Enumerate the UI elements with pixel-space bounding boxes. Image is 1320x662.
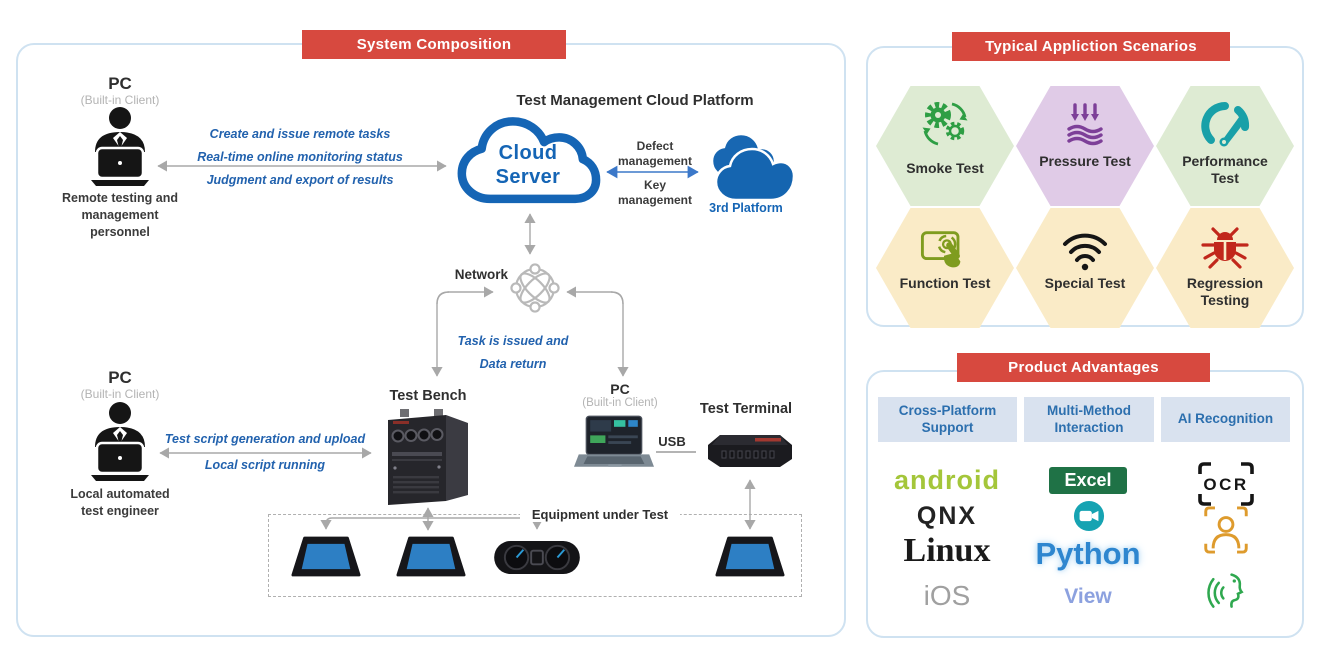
display-unit-icon bbox=[396, 536, 466, 577]
cloud-server-label: Cloud Server bbox=[495, 142, 561, 188]
advantages-banner: Product Advantages bbox=[957, 353, 1210, 382]
touch-icon bbox=[920, 226, 970, 272]
gears-sync-icon bbox=[919, 98, 971, 150]
system-composition-banner: System Composition bbox=[302, 30, 566, 59]
usb-label: USB bbox=[658, 434, 686, 449]
system-composition-title: System Composition bbox=[356, 36, 512, 53]
android-logo: android bbox=[894, 465, 1000, 495]
key-management-label: Key management bbox=[617, 178, 693, 207]
scenarios-banner: Typical Appliction Scenarios bbox=[952, 32, 1230, 61]
scenario-hex-function-test: Function Test bbox=[876, 208, 1014, 328]
display-unit-icon bbox=[291, 536, 361, 577]
advantage-header-label: AI Recognition bbox=[1177, 411, 1274, 427]
test-terminal-icon bbox=[708, 435, 792, 467]
qnx-logo: QNX bbox=[916, 502, 978, 530]
flow-script-upload: Test script generation and upload bbox=[164, 432, 366, 446]
ocr-label: OCR bbox=[1203, 475, 1248, 494]
person-laptop-icon bbox=[91, 107, 149, 186]
python-logo: Python bbox=[1035, 536, 1141, 571]
local-pc-caption: Local automated test engineer bbox=[70, 487, 170, 518]
scenario-hex-regression-testing: Regression Testing bbox=[1156, 208, 1294, 328]
display-unit-icon bbox=[715, 536, 785, 577]
voice-recognition-icon bbox=[1207, 573, 1244, 608]
wifi-icon bbox=[1059, 228, 1111, 272]
scenario-label: Function Test bbox=[899, 275, 991, 292]
linux-logo: Linux bbox=[903, 532, 991, 569]
advantage-header-cross-platform: Cross-Platform Support bbox=[878, 397, 1017, 442]
third-platform-cloud-icon bbox=[710, 132, 796, 202]
network-globe-icon bbox=[510, 263, 560, 313]
remote-pc-subtitle: (Built-in Client) bbox=[80, 93, 160, 107]
ocr-icon: OCR bbox=[1198, 462, 1254, 506]
third-platform-label: 3rd Platform bbox=[709, 201, 783, 215]
scenario-hex-performance-test: Performance Test bbox=[1156, 86, 1294, 206]
pressure-arrows-icon bbox=[1059, 102, 1111, 148]
advantages-title: Product Advantages bbox=[1008, 359, 1159, 376]
local-pc-title: PC bbox=[108, 368, 132, 387]
test-bench-icon bbox=[388, 409, 468, 505]
test-terminal-label: Test Terminal bbox=[699, 401, 793, 417]
ios-logo: iOS bbox=[923, 580, 971, 611]
flow-create-tasks: Create and issue remote tasks bbox=[209, 127, 391, 141]
scenario-label: Performance Test bbox=[1182, 153, 1268, 186]
gauge-icon bbox=[1199, 100, 1251, 152]
local-pc-subtitle: (Built-in Client) bbox=[80, 387, 160, 401]
remote-pc-caption: Remote testing and management personnel bbox=[62, 191, 178, 239]
face-recognition-icon bbox=[1204, 506, 1248, 554]
test-bench-label: Test Bench bbox=[389, 388, 467, 404]
scenario-label: Regression Testing bbox=[1186, 275, 1264, 308]
video-camera-icon bbox=[1073, 500, 1105, 532]
excel-logo: Excel bbox=[1049, 467, 1127, 494]
bug-icon bbox=[1199, 226, 1251, 272]
remote-pc-title: PC bbox=[108, 74, 132, 93]
scenario-hex-smoke-test: Smoke Test bbox=[876, 86, 1014, 206]
cloud-server-icon bbox=[457, 117, 601, 204]
center-pc-title: PC bbox=[610, 381, 630, 397]
scenario-hex-pressure-test: Pressure Test bbox=[1016, 86, 1154, 206]
scenarios-title: Typical Appliction Scenarios bbox=[985, 38, 1197, 55]
advantage-header-multi-method: Multi-Method Interaction bbox=[1024, 397, 1154, 442]
scenario-hex-special-test: Special Test bbox=[1016, 208, 1154, 328]
defect-management-label: Defect management bbox=[617, 139, 693, 168]
cloud-platform-title: Test Management Cloud Platform bbox=[516, 92, 754, 109]
advantage-header-label: Cross-Platform Support bbox=[898, 402, 997, 435]
view-logo: View bbox=[1064, 585, 1112, 608]
network-flow-label: Task is issued and Data return bbox=[457, 334, 569, 371]
person-laptop-icon bbox=[91, 402, 149, 481]
scenario-label: Pressure Test bbox=[1039, 153, 1131, 170]
flow-judgment: Judgment and export of results bbox=[206, 173, 394, 187]
laptop-icon bbox=[574, 415, 654, 467]
instrument-cluster-icon bbox=[494, 540, 580, 575]
center-pc-subtitle: (Built-in Client) bbox=[582, 397, 658, 409]
equipment-under-test-label: Equipment under Test bbox=[520, 507, 680, 522]
network-label: Network bbox=[454, 267, 508, 282]
advantage-header-label: Multi-Method Interaction bbox=[1047, 402, 1131, 435]
flow-script-running: Local script running bbox=[204, 458, 326, 472]
scenario-label: Special Test bbox=[1044, 275, 1126, 292]
scenario-label: Smoke Test bbox=[906, 160, 984, 177]
advantage-header-ai-recognition: AI Recognition bbox=[1161, 397, 1290, 442]
